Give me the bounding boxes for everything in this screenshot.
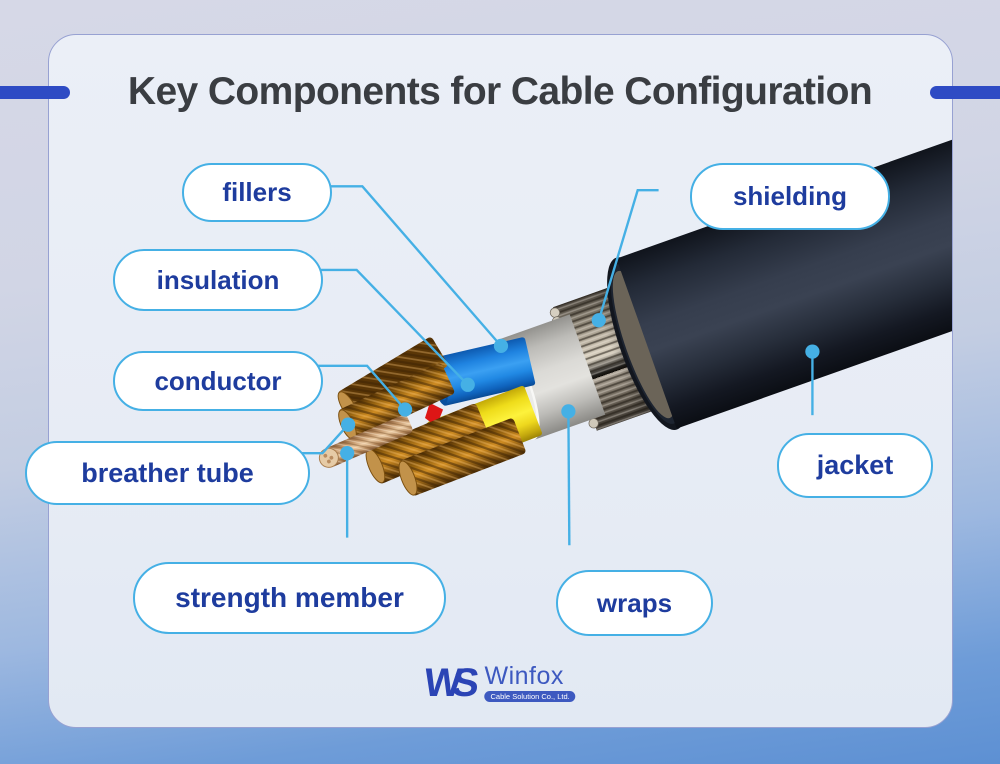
winfox-monogram-icon: WS — [421, 661, 472, 705]
winfox-logo: WS Winfox Cable Solution Co., Ltd. — [421, 661, 576, 705]
label-jacket: jacket — [777, 433, 933, 498]
leader-insulation — [310, 268, 469, 386]
label-wraps: wraps — [556, 570, 713, 636]
leader-wraps — [567, 411, 571, 546]
cable-illustration — [297, 115, 952, 546]
anchor-dot-fillers — [493, 338, 509, 353]
label-conductor: conductor — [113, 351, 323, 411]
leader-lines — [297, 185, 814, 546]
anchor-dot-wraps — [561, 404, 576, 419]
leader-breather-tube — [297, 423, 349, 455]
page-title: Key Components for Cable Configuration — [127, 70, 873, 113]
winfox-logo-name: Winfox — [484, 662, 564, 690]
copper-conductor-c — [365, 403, 490, 484]
anchor-dot-jacket — [805, 344, 820, 359]
label-insulation: insulation — [113, 249, 323, 311]
leader-conductor — [310, 364, 406, 411]
label-shielding: shielding — [690, 163, 890, 230]
label-fillers: fillers — [182, 163, 332, 222]
accent-bar-right — [930, 86, 1000, 99]
label-strength-member: strength member — [133, 562, 446, 634]
anchor-dot-insulation — [460, 377, 475, 392]
anchor-dots — [340, 313, 820, 461]
anchor-dot-conductor — [397, 402, 413, 417]
copper-conductor-d — [398, 418, 526, 496]
winfox-logo-tagline: Cable Solution Co., Ltd. — [484, 691, 576, 702]
cable-jacket — [607, 115, 952, 430]
anchor-dot-breather-tube — [340, 417, 356, 432]
anchor-dot-shielding — [591, 313, 606, 328]
label-breather-tube: breather tube — [25, 441, 310, 505]
accent-bar-left — [0, 86, 70, 99]
leader-shielding — [597, 188, 659, 321]
leader-fillers — [318, 185, 502, 347]
anchor-dot-strength-member — [340, 446, 355, 461]
